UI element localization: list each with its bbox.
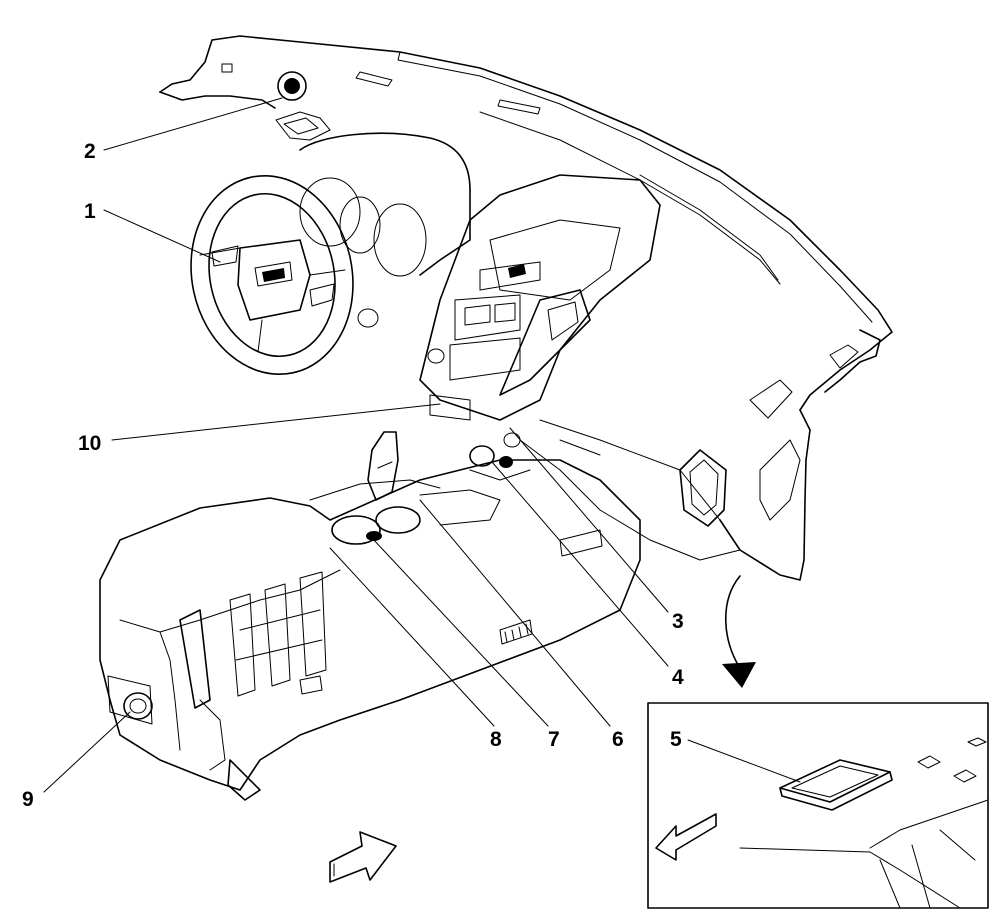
callout-7: 7: [548, 728, 560, 751]
callout-2: 2: [84, 140, 96, 163]
callouts: 1 2 3 4 5 6 7 8 9 10: [22, 140, 684, 811]
leader-4: [491, 461, 669, 667]
center-stack: [419, 174, 661, 421]
leader-1: [103, 209, 221, 263]
center-console: [99, 431, 641, 801]
callout-3: 3: [672, 610, 684, 633]
pillar-speaker: [275, 71, 331, 141]
callout-8: 8: [490, 728, 502, 751]
callout-9: 9: [22, 788, 34, 811]
leader-7: [371, 537, 549, 727]
forward-arrow: [329, 831, 397, 883]
callout-4: 4: [672, 666, 684, 689]
steering-wheel: [190, 174, 379, 376]
callout-1: 1: [84, 200, 96, 223]
leader-6: [419, 499, 611, 727]
callout-6: 6: [612, 728, 624, 751]
leader-3: [509, 427, 669, 613]
callout-10: 10: [78, 432, 101, 455]
instrument-cluster: [299, 132, 471, 277]
leader-10: [111, 403, 441, 441]
leader-8: [329, 547, 495, 727]
leader-lines: [43, 97, 801, 793]
detail-inset: [647, 702, 989, 909]
instrument-panel: [159, 35, 893, 581]
leader-5: [687, 739, 801, 783]
detail-view-arrow: [722, 575, 756, 688]
callout-5: 5: [670, 728, 682, 751]
leader-2: [103, 97, 283, 151]
leader-9: [43, 711, 131, 793]
